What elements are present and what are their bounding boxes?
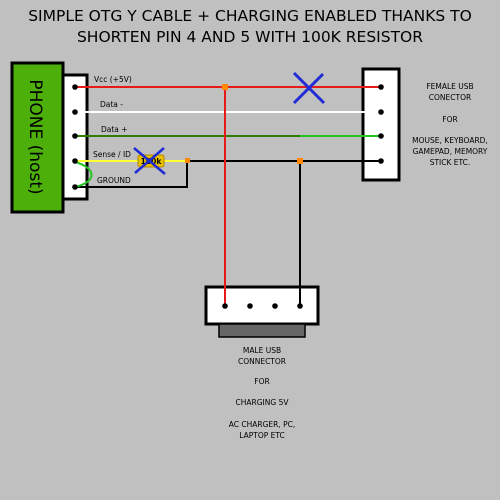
- ground-junction: [297, 158, 303, 164]
- svg-text:CONNECTOR: CONNECTOR: [238, 357, 286, 366]
- female-usb-pins: [378, 84, 384, 164]
- male-usb-plug: [218, 323, 306, 338]
- phone-pins: [72, 84, 78, 190]
- title-line-1: SIMPLE OTG Y CABLE + CHARGING ENABLED TH…: [28, 7, 472, 25]
- resistor-junction: [185, 158, 190, 163]
- phone-label: PHONE (host): [25, 79, 45, 194]
- wire-label-data-plus: Data +: [101, 125, 128, 134]
- svg-text:MOUSE, KEYBOARD,: MOUSE, KEYBOARD,: [412, 136, 488, 145]
- vcc-junction: [222, 84, 228, 90]
- svg-text:FEMALE USB: FEMALE USB: [426, 82, 473, 91]
- wire-label-ground: GROUND: [97, 176, 131, 185]
- male-usb-pins: [222, 303, 303, 309]
- ground-sense-short: [74, 161, 93, 188]
- wire-label-vcc: Vcc (+5V): [94, 75, 132, 84]
- svg-text:STICK ETC.: STICK ETC.: [430, 158, 471, 167]
- wire-label-sense: Sense / ID: [93, 150, 131, 159]
- ground-wire: [75, 161, 188, 188]
- diagram-title: SIMPLE OTG Y CABLE + CHARGING ENABLED TH…: [0, 6, 500, 48]
- male-usb-caption: MALE USB CONNECTOR FOR CHARGING 5V AC CH…: [229, 346, 296, 440]
- svg-text:FOR: FOR: [254, 377, 269, 386]
- resistor-cut-cross-icon: [133, 147, 166, 175]
- phone-host: PHONE (host): [10, 61, 89, 214]
- svg-text:AC CHARGER, PC,: AC CHARGER, PC,: [229, 420, 296, 429]
- svg-text:MALE USB: MALE USB: [243, 346, 281, 355]
- wire-label-data-minus: Data -: [100, 100, 123, 109]
- phone-body: [10, 61, 65, 214]
- svg-text:FOR: FOR: [442, 115, 457, 124]
- female-usb-caption: FEMALE USB CONECTOR FOR MOUSE, KEYBOARD,…: [412, 82, 488, 167]
- title-line-2: SHORTEN PIN 4 AND 5 WITH 100K RESISTOR: [76, 28, 424, 46]
- male-usb-connector: [204, 285, 320, 338]
- svg-text:CHARGING 5V: CHARGING 5V: [236, 398, 290, 407]
- vcc-cut-cross-icon: [292, 71, 326, 105]
- svg-text:GAMEPAD, MEMORY: GAMEPAD, MEMORY: [413, 147, 488, 156]
- svg-text:CONECTOR: CONECTOR: [429, 93, 471, 102]
- svg-text:LAPTOP ETC: LAPTOP ETC: [239, 431, 285, 440]
